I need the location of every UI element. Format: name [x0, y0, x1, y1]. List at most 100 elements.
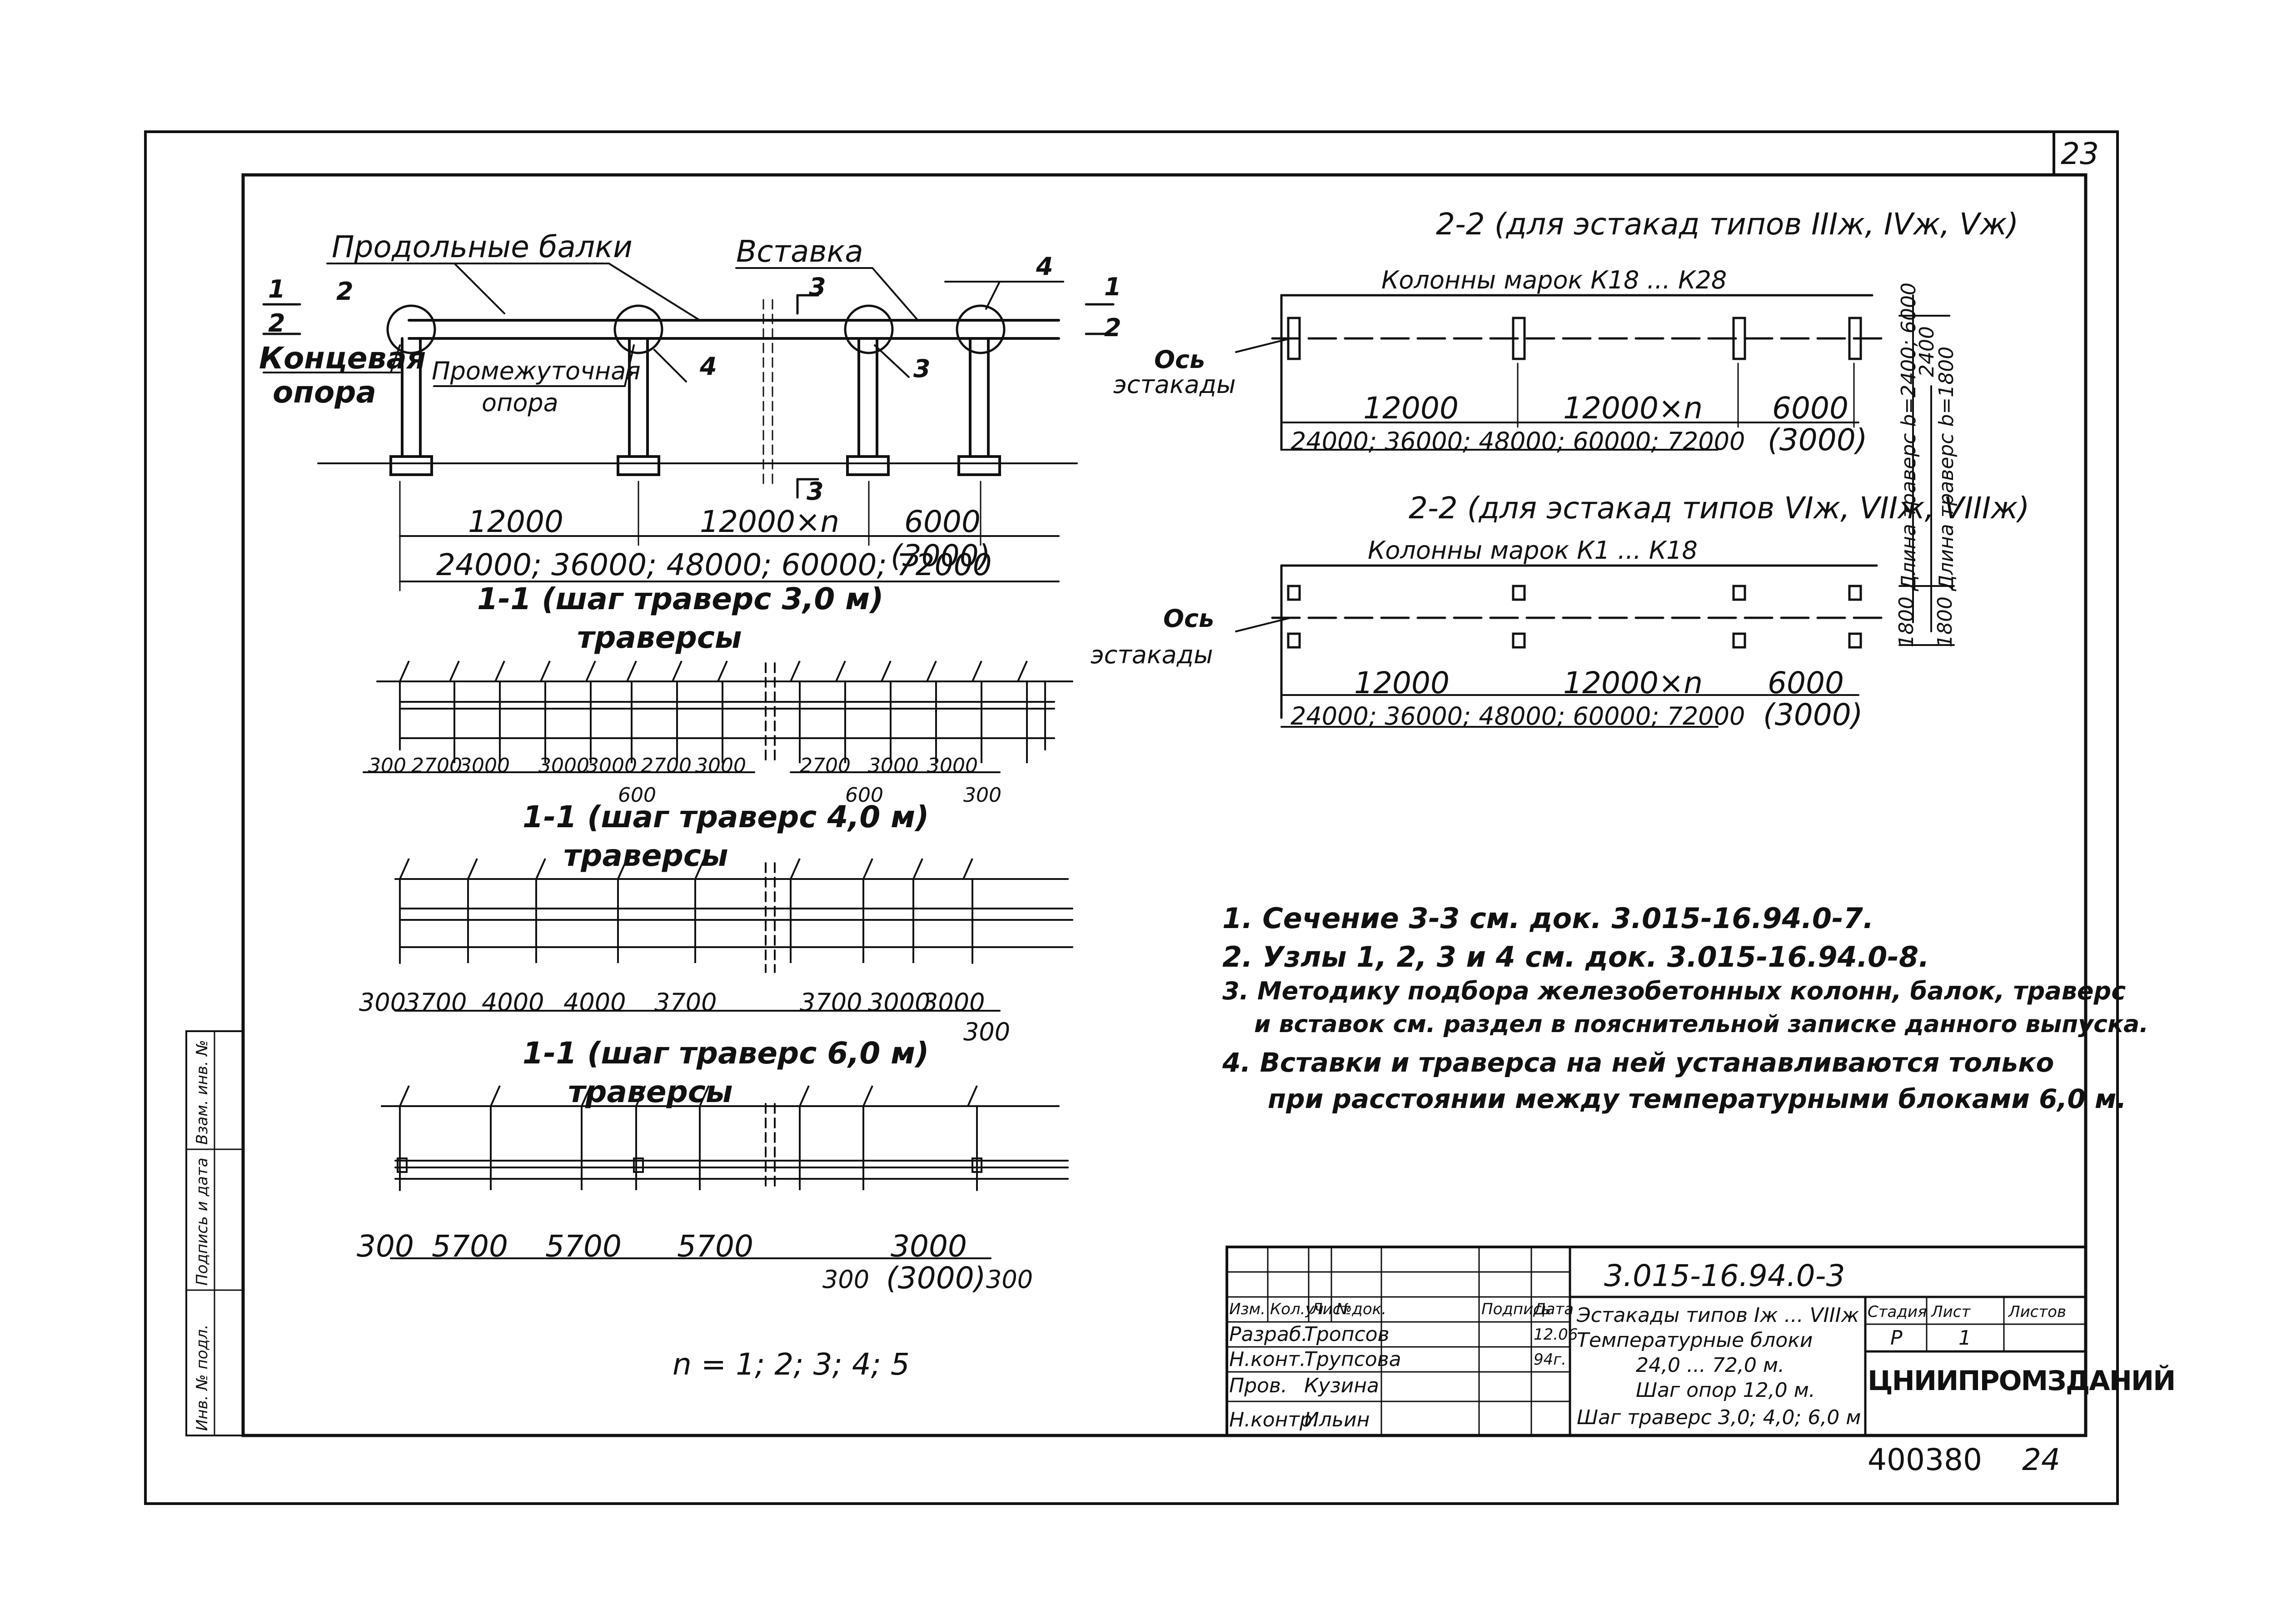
plan-4m-dim: 4000 — [563, 988, 626, 1017]
section-2-2-top-dim-12000: 12000 — [1363, 391, 1459, 426]
plan-3m — [363, 662, 1073, 773]
stamp-row-name: Тропсов — [1304, 1323, 1390, 1346]
section-2-2-bottom-dim-total: 24000; 36000; 48000; 60000; 72000 — [1290, 702, 1745, 730]
plan-3m-dim: 3000 — [927, 754, 978, 777]
section-2-2-top-axis: Ось — [1154, 345, 1206, 374]
insert-label: Вставка — [736, 234, 863, 269]
note-4-cont: при расстоянии между температурными блок… — [1268, 1083, 2127, 1114]
stamp-header: Подпись — [1481, 1300, 1551, 1318]
traverse-marks-4m — [399, 858, 973, 963]
plan-3m-dim: 3000 — [868, 754, 919, 777]
traverse-length-label-2: Длина траверс b=1800 — [1935, 346, 1958, 591]
plan-4m-dim: 3000 — [868, 988, 931, 1017]
sheet-number: 23 — [2061, 136, 2099, 171]
elevation-1-1 — [262, 263, 1115, 591]
section-2-2-top-columns: Колонны марок К18 ... К28 — [1381, 266, 1727, 294]
plan-3m-dim: 300 — [368, 754, 406, 777]
stamp-code: 3.015-16.94.0-3 — [1604, 1258, 1845, 1293]
plan-3m-dim: 3000 — [586, 754, 637, 777]
plan-6m-traverses: траверсы — [568, 1074, 733, 1109]
traverse-marks-6m — [397, 1085, 982, 1190]
plan-6m-dim: 5700 — [677, 1229, 753, 1264]
section-2-2-bottom — [1235, 564, 1955, 728]
stamp-title-line: Эстакады типов Iж ... VIIIж — [1577, 1304, 1859, 1327]
stamp-row-date: 12.06 — [1534, 1326, 1578, 1344]
plan-3m-dim: 3000 — [695, 754, 746, 777]
section-2-2-bottom-dim-1800: 1800 — [1895, 596, 1918, 647]
stamp-row-role: Н.конт. — [1229, 1348, 1306, 1371]
section-2-2-bottom-title: 2-2 (для эстакад типов VIж, VIIж, VIIIж) — [1409, 491, 2030, 526]
plan-3m-dim: 3000 — [459, 754, 510, 777]
n-values: n = 1; 2; 3; 4; 5 — [673, 1347, 910, 1382]
stamp-row-date: 94г. — [1534, 1351, 1566, 1369]
section-2-2-bottom-axis-2: эстакады — [1091, 641, 1213, 669]
title-block-lines — [1226, 1246, 2087, 1437]
traverse-length-label-1: Длина траверс b=2400; 6000 — [1897, 282, 1920, 591]
plan-6m-dim-3000: 3000 — [891, 1229, 967, 1264]
plan-6m-dim: 300 — [357, 1229, 414, 1264]
section-2-2-bottom-columns: Колонны марок К1 ... К18 — [1368, 536, 1698, 565]
plan-4m-dim: 4000 — [482, 988, 544, 1017]
mid-support-label-2: опора — [482, 388, 558, 417]
node-1-label: 1 — [268, 275, 285, 303]
plan-4m-title: 1-1 (шаг траверс 4,0 м) — [523, 800, 929, 834]
traverse-marks-3m — [399, 661, 1028, 763]
section-2-2-top-dim-3000: (3000) — [1768, 422, 1868, 457]
stamp-row-name: Трупсова — [1304, 1348, 1401, 1371]
plan-4m-traverses: траверсы — [563, 838, 728, 873]
plan-4m-dim: 3700 — [654, 988, 717, 1017]
plan-3m-dim: 2700 — [641, 754, 692, 777]
plan-3m-dim: 2700 — [800, 754, 851, 777]
plan-3m-dim: 3000 — [538, 754, 589, 777]
end-support-label: Концевая — [259, 341, 426, 376]
section-2-2-bottom-dim-6000: 6000 — [1768, 665, 1844, 700]
cut-3-top: 3 — [809, 273, 826, 301]
node-4-label: 4 — [1036, 252, 1053, 281]
stamp-sheets-header: Листов — [2008, 1303, 2067, 1321]
plan-4m — [394, 862, 1073, 1012]
organization-name: ЦНИИПРОМЗДАНИЙ — [1868, 1365, 2176, 1397]
note-2: 2. Узлы 1, 2, 3 и 4 см. док. 3.015-16.94… — [1222, 940, 1929, 973]
node-2-circle-label: 2 — [336, 277, 354, 306]
cut-1-right: 1 — [1104, 273, 1121, 301]
plan-3m-sub-600b: 600 — [845, 784, 883, 807]
cut-3-bottom: 3 — [807, 477, 824, 506]
stamp-title-line: Шаг опор 12,0 м. — [1636, 1379, 1815, 1402]
plan-4m-end-300: 300 — [963, 1018, 1011, 1046]
mid-support-label: Промежуточная — [432, 357, 641, 385]
note-4: 4. Вставки и траверса на ней устанавлива… — [1222, 1047, 2054, 1078]
section-2-2-bottom-dim-12000: 12000 — [1354, 665, 1450, 700]
stamp-header: №док. — [1336, 1300, 1387, 1318]
side-stamp-inv: Инв. № подл. — [193, 1324, 211, 1431]
plan-3m-sub-600: 600 — [618, 784, 656, 807]
section-2-2-top-title: 2-2 (для эстакад типов IIIж, IVж, Vж) — [1436, 207, 2019, 242]
node-4b-label: 4 — [700, 352, 717, 381]
page-number-bottom: 24 — [2022, 1442, 2060, 1477]
plan-4m-dim: 3700 — [800, 988, 862, 1017]
stamp-header: Изм. — [1229, 1300, 1266, 1318]
plan-6m-dim: 5700 — [545, 1229, 622, 1264]
plan-6m-dim: 5700 — [432, 1229, 508, 1264]
outer-frame — [144, 130, 2119, 1505]
archive-number: 400380 — [1868, 1442, 1982, 1477]
beams-label: Продольные балки — [332, 229, 633, 264]
plan-3m-traverses: траверсы — [577, 620, 742, 655]
plan-6m-dim-3000b: (3000) — [886, 1261, 986, 1296]
stamp-row-role: Н.контр. — [1229, 1408, 1319, 1431]
stamp-title-line: Температурные блоки — [1577, 1329, 1813, 1352]
section-2-2-bottom-axis: Ось — [1163, 604, 1215, 633]
note-3: 3. Методику подбора железобетонных колон… — [1222, 977, 2126, 1005]
plan-6m-end-300b: 300 — [986, 1265, 1033, 1294]
section-2-2-bottom-dim-12000n: 12000×n — [1563, 665, 1703, 700]
plan-4m-dim: 300 — [359, 988, 406, 1017]
side-stamp-sign: Подпись и дата — [193, 1157, 211, 1286]
section-2-2-bottom-dim-3000: (3000) — [1763, 697, 1863, 732]
stamp-stage-header: Стадия — [1868, 1303, 1927, 1321]
elev-dim-total: 24000; 36000; 48000; 60000; 72000 — [436, 547, 992, 582]
stamp-header: Дата — [1534, 1300, 1574, 1318]
section-2-2-bottom-dim-1800b: 1800 — [1933, 596, 1957, 647]
stamp-row-name: Ильин — [1304, 1408, 1370, 1431]
stamp-row-name: Кузина — [1304, 1374, 1379, 1397]
elev-dim-12000n: 12000×n — [700, 504, 840, 539]
